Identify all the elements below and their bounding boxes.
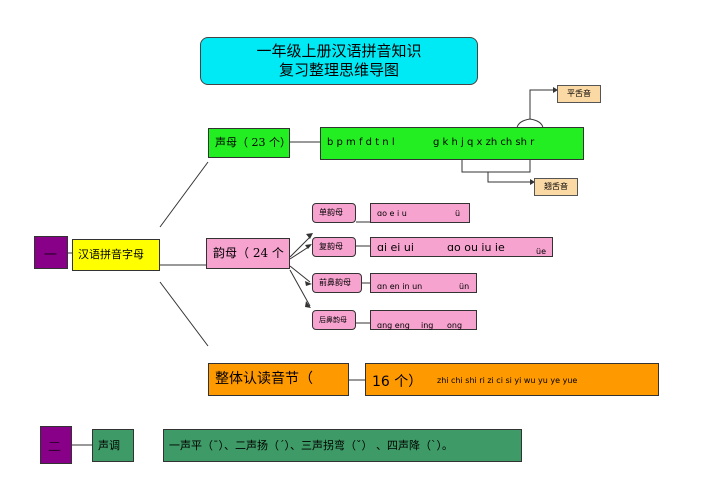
compound-finals-content-box: ɑi ei ui ɑo ou iu ie üe xyxy=(370,237,553,257)
title-line-1: 一年级上册汉语拼音知识 xyxy=(256,42,422,60)
simple-finals-box: 单韵母 xyxy=(312,203,356,223)
tones-content-box: 一声平（ˉ）、二声扬（ˊ）、三声拐弯（ˇ） 、四声降（ˋ）。 xyxy=(163,429,522,462)
whole-syllables-content: zhi chi shi ri zi ci si yi wu yu ye yue xyxy=(437,376,578,385)
back-nasal-content-3: ong xyxy=(447,321,463,330)
compound-finals-box: 复韵母 xyxy=(312,237,356,257)
whole-syllables-label: 整体认读音节（ xyxy=(215,371,313,387)
root-label: 汉语拼音字母 xyxy=(78,248,144,261)
arrowhead-curled xyxy=(530,179,535,185)
front-nasal-extra: ün xyxy=(459,282,470,291)
arrowhead-flat xyxy=(553,87,558,93)
line-yunmu-simple xyxy=(289,236,311,258)
tones-marker: 二 xyxy=(40,426,72,464)
whole-syllables-content-box: 16 个） zhi chi shi ri zi ci si yi wu yu y… xyxy=(365,363,659,396)
tones-label-box: 声调 xyxy=(92,429,134,462)
simple-finals-content-box: ɑo e i u ü xyxy=(370,203,470,223)
compound-finals-content-2: ɑo ou iu ie xyxy=(447,241,505,254)
curled-tongue-box: 翘舌音 xyxy=(534,178,578,196)
line-root-zhengti xyxy=(159,281,209,347)
curled-tongue-label: 翘舌音 xyxy=(544,182,568,191)
front-nasal-finals-label: 前鼻韵母 xyxy=(319,278,351,287)
line-yunmu-front xyxy=(289,265,311,283)
compound-finals-extra: üe xyxy=(536,247,546,256)
tones-label: 声调 xyxy=(98,439,120,452)
arrowhead-back xyxy=(305,301,311,308)
front-nasal-finals-box: 前鼻韵母 xyxy=(312,273,362,293)
whole-syllables-count: 16 个） xyxy=(372,374,423,390)
line-yunmu-back xyxy=(289,269,311,307)
front-nasal-content-box: ɑn en in un ün xyxy=(370,273,477,293)
compound-finals-label: 复韵母 xyxy=(319,242,343,251)
root-label-box: 汉语拼音字母 xyxy=(72,239,160,271)
line-yunmu-compound xyxy=(289,245,311,260)
back-nasal-finals-box: 后鼻韵母 xyxy=(312,310,356,330)
arrowhead-compound xyxy=(305,244,312,249)
tones-marker-text: 二 xyxy=(48,440,62,455)
tones-content: 一声平（ˉ）、二声扬（ˊ）、三声拐弯（ˇ） 、四声降（ˋ）。 xyxy=(169,439,453,452)
root-marker-text: 一 xyxy=(44,248,58,263)
back-nasal-finals-label: 后鼻韵母 xyxy=(319,316,347,324)
back-nasal-content-2: ing xyxy=(421,321,434,330)
whole-syllables-box: 整体认读音节（ xyxy=(208,363,349,396)
yunmu-box: 韵母（ 24 个 xyxy=(206,238,290,269)
back-nasal-content-box: ɑng eng ing ong xyxy=(370,310,477,330)
simple-finals-label: 单韵母 xyxy=(319,208,343,217)
front-nasal-content: ɑn en in un xyxy=(377,282,423,291)
simple-finals-extra: ü xyxy=(455,209,461,218)
back-nasal-content-1: ɑng eng xyxy=(377,321,410,330)
flat-tongue-box: 平舌音 xyxy=(557,85,601,103)
line-curled xyxy=(487,172,530,183)
shengmu-content-2: g k h j q x zh ch sh r xyxy=(433,137,535,148)
arrowhead-front xyxy=(305,281,312,286)
arrowhead-simple xyxy=(306,233,313,239)
compound-finals-content-1: ɑi ei ui xyxy=(377,241,414,254)
shengmu-content-box: b p m f d t n l g k h j q x zh ch sh r xyxy=(320,127,584,160)
flat-tongue-label: 平舌音 xyxy=(567,89,591,98)
shengmu-content-1: b p m f d t n l xyxy=(327,137,395,148)
title-box: 一年级上册汉语拼音知识 复习整理思维导图 xyxy=(200,37,478,85)
yunmu-label: 韵母（ 24 个 xyxy=(213,246,284,260)
title-line-2: 复习整理思维导图 xyxy=(278,61,399,79)
line-flat xyxy=(529,89,553,119)
bracket-curled xyxy=(461,160,531,173)
root-marker: 一 xyxy=(34,236,68,269)
shengmu-label: 声母（ 23 个） xyxy=(215,136,291,149)
simple-finals-content: ɑo e i u xyxy=(377,209,407,218)
line-root-shengmu xyxy=(159,161,209,228)
shengmu-box: 声母（ 23 个） xyxy=(208,128,291,158)
